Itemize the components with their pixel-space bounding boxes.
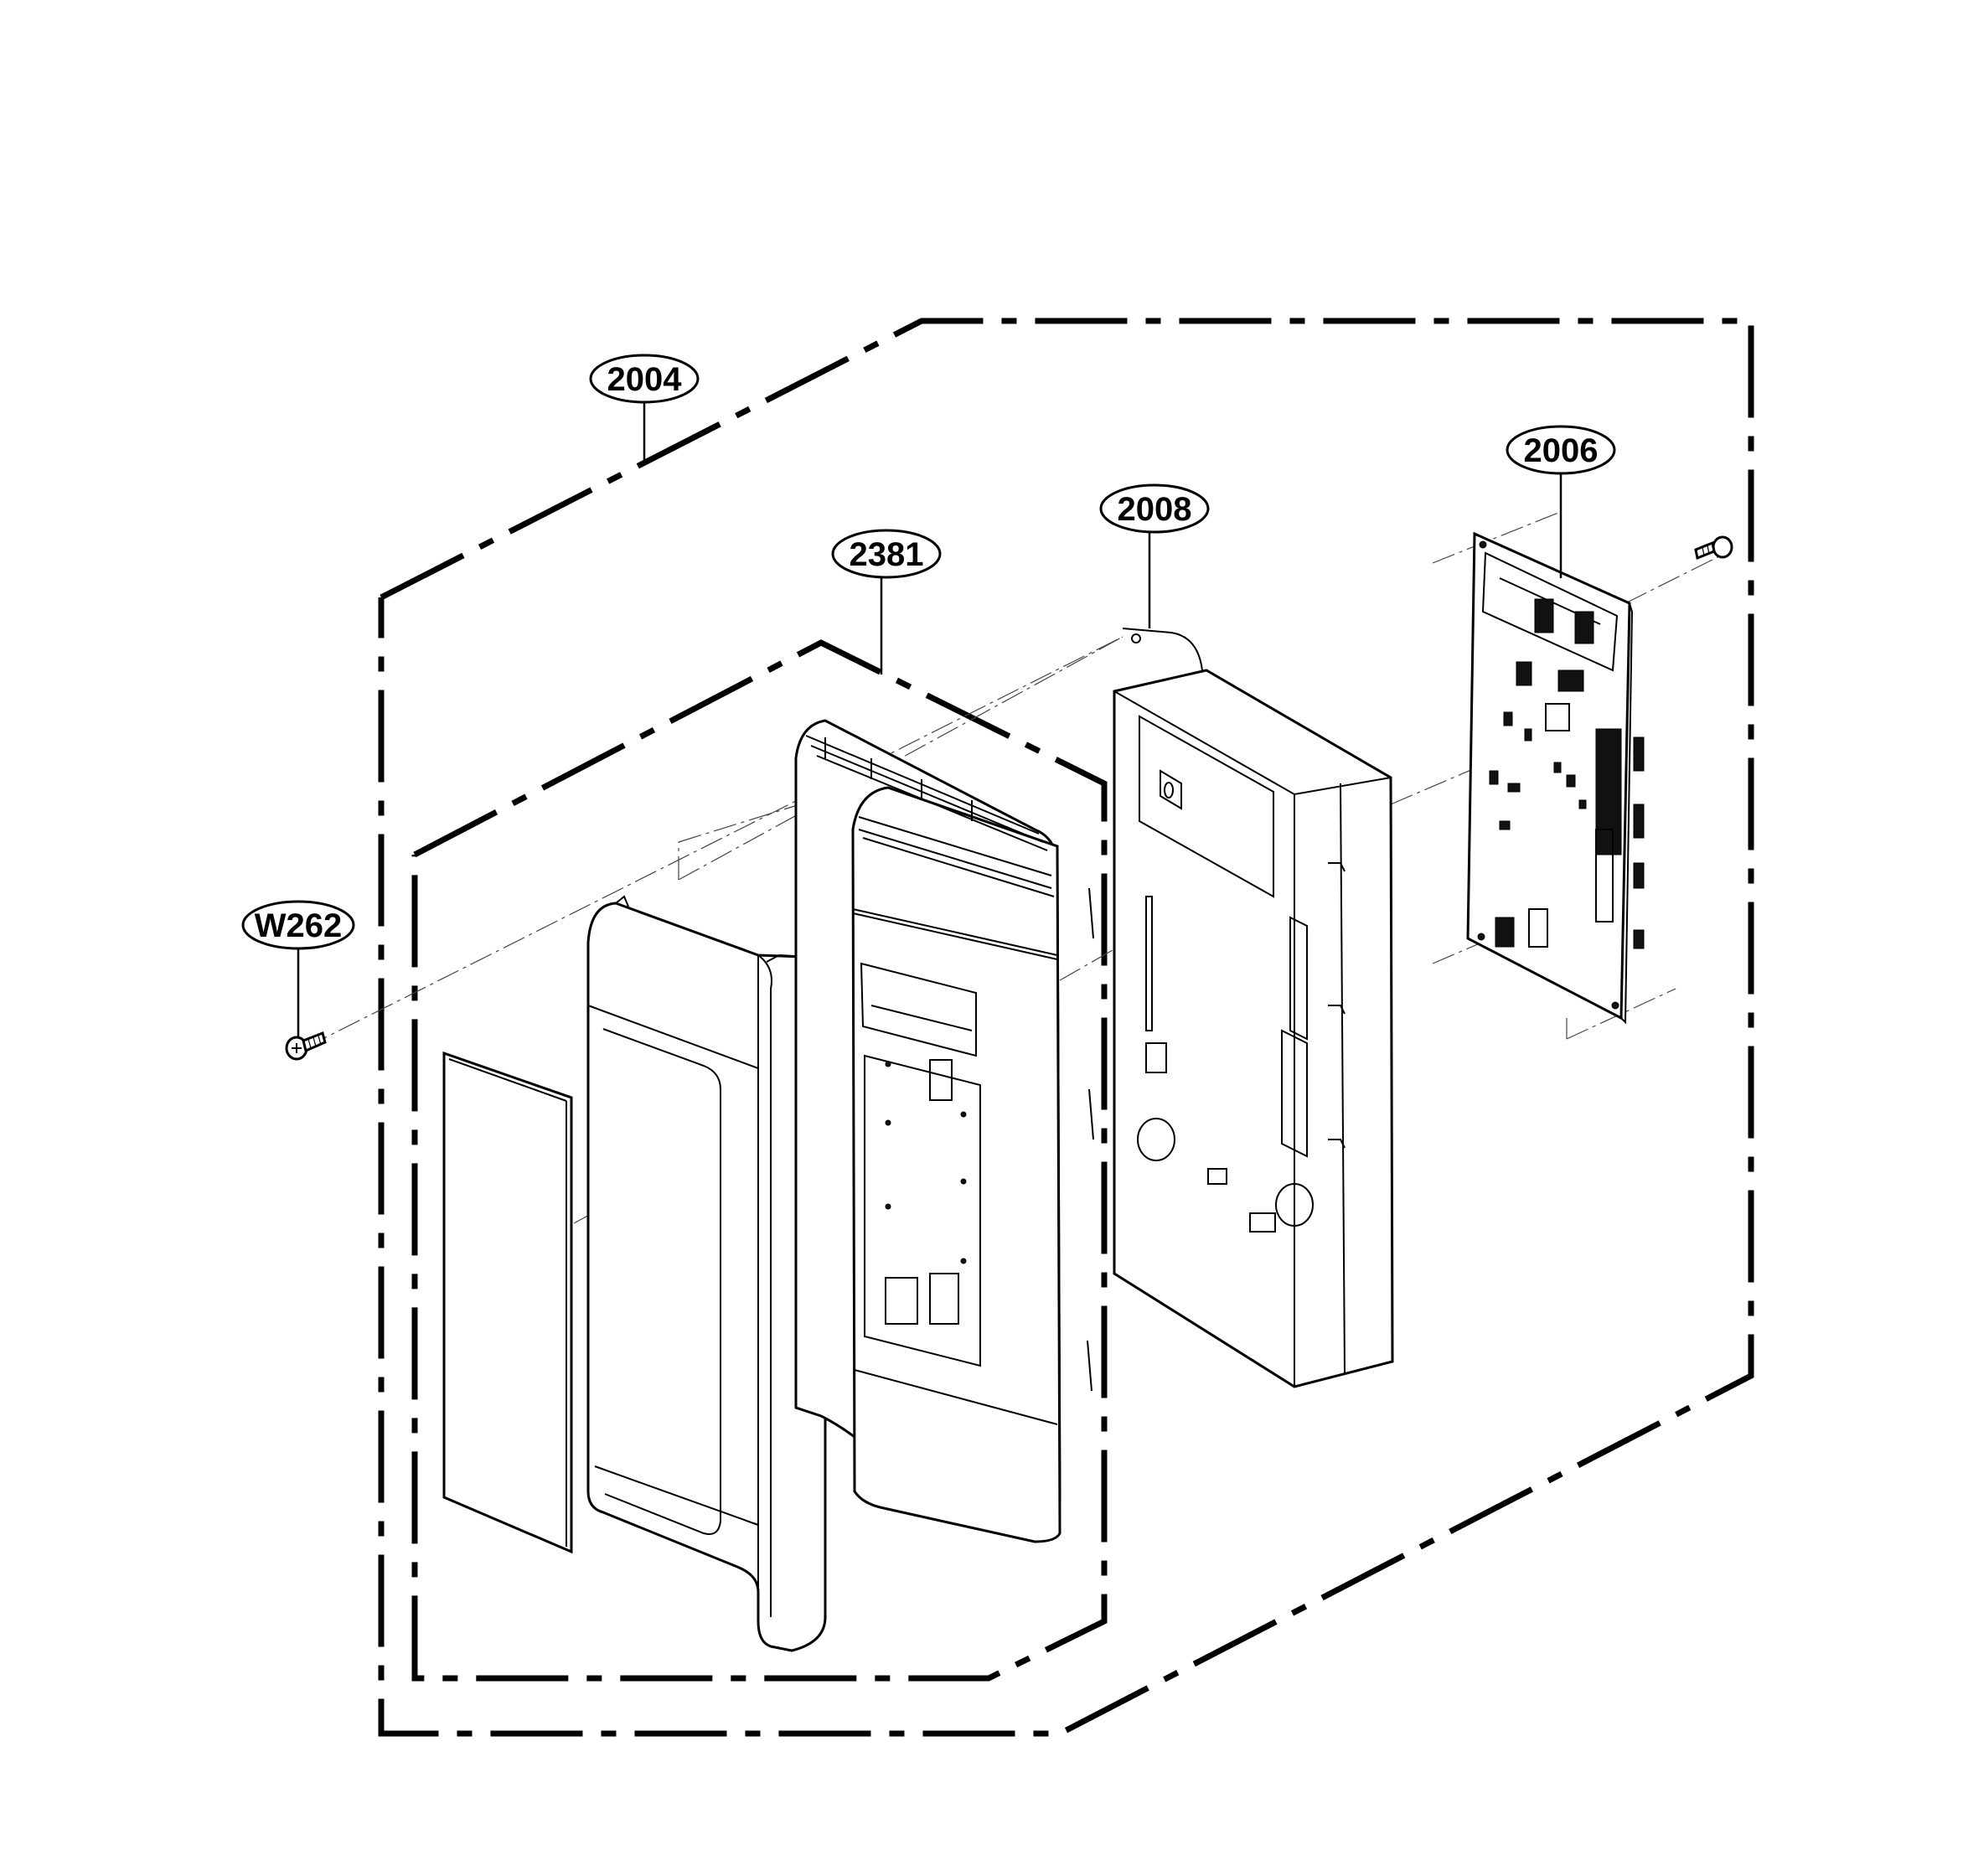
callout-w262: W262: [241, 900, 355, 1037]
callout-2381: 2381: [831, 529, 942, 674]
screw-w262-part: [285, 1031, 327, 1061]
circuit-board-2006-part: [1466, 531, 1645, 1025]
callout-2381-label: 2381: [850, 536, 924, 573]
control-panel-fascia-part: [586, 895, 827, 1652]
mounting-frame-2008-part: [1113, 628, 1394, 1388]
callout-2004: 2004: [589, 354, 700, 461]
front-frame-grille: [805, 735, 1055, 897]
callout-2008-label: 2008: [1118, 491, 1192, 528]
callout-2006: 2006: [1506, 425, 1616, 578]
front-frame-part: [794, 719, 1094, 1543]
screw-board-part: [1694, 535, 1733, 561]
callout-2006-label: 2006: [1524, 432, 1599, 469]
window-lens-part: [442, 1051, 573, 1554]
callout-2004-label: 2004: [607, 361, 683, 398]
callout-2008: 2008: [1099, 483, 1210, 628]
assembly-2004-boundary: [378, 318, 1754, 1737]
panel-2381-boundary: [411, 639, 1108, 1682]
callout-w262-label: W262: [255, 907, 343, 944]
